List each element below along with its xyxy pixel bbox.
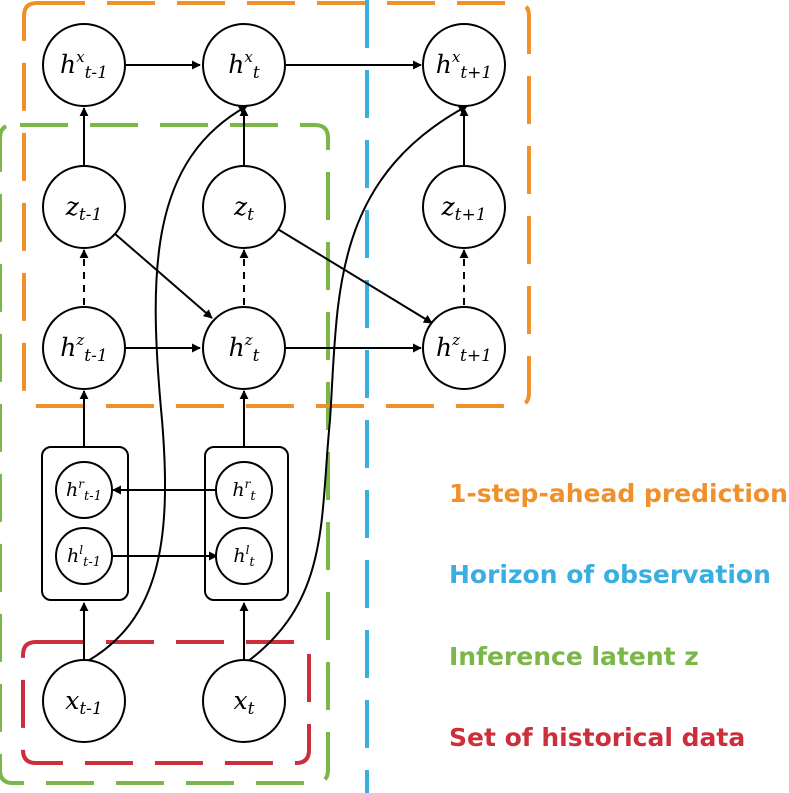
node-circle bbox=[202, 659, 286, 743]
node-label: hxt+1 bbox=[436, 48, 492, 83]
node-label: xt bbox=[234, 686, 255, 719]
node-label: hxt bbox=[228, 48, 260, 83]
node-label: hxt-1 bbox=[60, 48, 108, 83]
node-hx-prev: hxt-1 bbox=[42, 23, 126, 107]
node-circle bbox=[202, 23, 286, 107]
node-hl-t: hlt bbox=[215, 527, 273, 585]
node-circle bbox=[42, 659, 126, 743]
node-circle bbox=[55, 461, 113, 519]
node-x-t: xt bbox=[202, 659, 286, 743]
legend-prediction: 1-step-ahead prediction bbox=[449, 479, 788, 508]
encoder-box-t bbox=[204, 446, 289, 601]
node-hx-next: hxt+1 bbox=[422, 23, 506, 107]
node-x-prev: xt-1 bbox=[42, 659, 126, 743]
node-hl-prev: hlt-1 bbox=[55, 527, 113, 585]
node-circle bbox=[55, 527, 113, 585]
edge-z-prev-to-hz-t bbox=[113, 232, 213, 319]
node-circle bbox=[422, 165, 506, 249]
node-circle bbox=[422, 23, 506, 107]
node-label: hlt-1 bbox=[67, 543, 101, 570]
node-circle bbox=[202, 306, 286, 390]
node-label: hrt bbox=[232, 477, 256, 504]
historical-region-box bbox=[21, 640, 311, 765]
node-hz-next: hzt+1 bbox=[422, 306, 506, 390]
inference-region-box bbox=[0, 123, 330, 785]
node-z-t: zt bbox=[202, 165, 286, 249]
node-hz-prev: hzt-1 bbox=[42, 306, 126, 390]
node-circle bbox=[422, 306, 506, 390]
prediction-region-box bbox=[22, 1, 531, 408]
node-label: zt bbox=[233, 192, 254, 225]
node-label: zt-1 bbox=[65, 192, 103, 225]
edge-x-prev-to-hx-t bbox=[85, 105, 248, 663]
node-hx-t: hxt bbox=[202, 23, 286, 107]
node-circle bbox=[42, 165, 126, 249]
nodes: hxt-1 hxt hxt+1 zt-1 zt zt+1 hzt-1 hzt hzt+1 hrt-… bbox=[42, 23, 506, 743]
node-hr-t: hrt bbox=[215, 461, 273, 519]
edge-x-t-to-hx-next bbox=[246, 105, 468, 663]
edge-z-t-to-hz-next bbox=[275, 227, 433, 324]
legend-horizon: Horizon of observation bbox=[449, 560, 771, 589]
node-label: hzt-1 bbox=[60, 331, 107, 366]
node-z-next: zt+1 bbox=[422, 165, 506, 249]
legend-historical: Set of historical data bbox=[449, 723, 745, 752]
node-circle bbox=[42, 306, 126, 390]
node-circle bbox=[42, 23, 126, 107]
legend-inference: Inference latent z bbox=[449, 642, 699, 671]
node-label: hzt bbox=[229, 331, 260, 366]
node-hr-prev: hrt-1 bbox=[55, 461, 113, 519]
node-circle bbox=[202, 165, 286, 249]
node-circle bbox=[215, 527, 273, 585]
legend: 1-step-ahead prediction Horizon of obser… bbox=[449, 479, 788, 752]
node-label: hrt-1 bbox=[66, 477, 102, 504]
node-label: hlt bbox=[233, 543, 255, 570]
node-z-prev: zt-1 bbox=[42, 165, 126, 249]
edges bbox=[79, 60, 469, 663]
node-circle bbox=[215, 461, 273, 519]
node-label: zt+1 bbox=[440, 192, 486, 225]
node-label: hzt+1 bbox=[436, 331, 492, 366]
node-hz-t: hzt bbox=[202, 306, 286, 390]
node-label: xt-1 bbox=[65, 686, 103, 719]
